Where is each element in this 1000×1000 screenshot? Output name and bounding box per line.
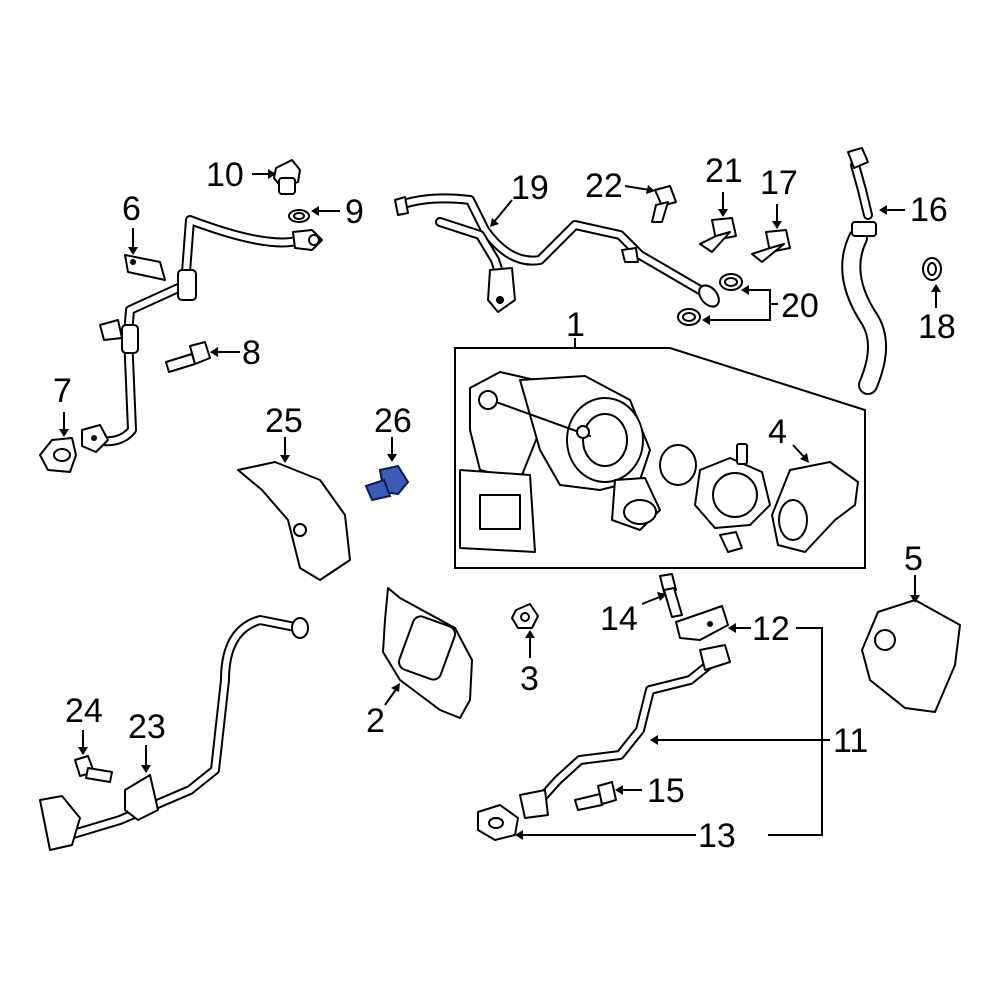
- bolt-8-part[interactable]: [165, 341, 211, 373]
- leader-lines: [59, 169, 941, 840]
- callout-17: 17: [760, 164, 798, 202]
- callout-15: 15: [647, 772, 685, 810]
- callout-9: 9: [345, 193, 364, 231]
- bolt-21-part[interactable]: [699, 217, 737, 253]
- callout-6: 6: [122, 190, 141, 228]
- callout-2: 2: [366, 702, 385, 740]
- callout-19: 19: [511, 169, 549, 207]
- o-ring-20-part[interactable]: [677, 273, 743, 326]
- bracket-12-part[interactable]: [675, 605, 729, 641]
- oil-return-gasket-part[interactable]: [477, 804, 519, 841]
- callout-4: 4: [768, 413, 787, 451]
- nut-3-part[interactable]: [511, 603, 539, 629]
- turbocharger-part[interactable]: [459, 371, 661, 553]
- callout-3: 3: [520, 660, 539, 698]
- callout-7: 7: [53, 372, 72, 410]
- o-ring-18-part[interactable]: [922, 257, 942, 281]
- callout-24: 24: [65, 692, 103, 730]
- callout-22: 22: [585, 167, 623, 205]
- callout-26: 26: [374, 402, 412, 440]
- callout-8: 8: [242, 334, 261, 372]
- callout-12: 12: [752, 610, 790, 648]
- callout-23: 23: [128, 708, 166, 746]
- coolant-hose-part[interactable]: [841, 147, 888, 395]
- bolt-22-part[interactable]: [651, 185, 677, 223]
- banjo-bolt-part[interactable]: [273, 159, 301, 195]
- callout-21: 21: [705, 152, 743, 190]
- oil-return-pipe-part[interactable]: [519, 644, 731, 819]
- heat-shield-25-part[interactable]: [237, 461, 351, 581]
- callout-16: 16: [910, 191, 948, 229]
- bolt-17-part[interactable]: [751, 229, 791, 263]
- callout-5: 5: [904, 540, 923, 578]
- bolt-24-part[interactable]: [74, 755, 113, 783]
- turbocharger-assembly-box: [454, 347, 866, 569]
- callout-1: 1: [566, 306, 585, 344]
- coolant-return-pipe-part[interactable]: [39, 615, 309, 851]
- turbo-gasket-part[interactable]: [659, 444, 697, 486]
- callout-13: 13: [698, 817, 736, 855]
- coolant-pipe-part[interactable]: [394, 193, 723, 313]
- callout-25: 25: [265, 402, 303, 440]
- oil-line-gasket-part[interactable]: [39, 437, 77, 473]
- bolt-14-part[interactable]: [659, 573, 683, 618]
- callout-14: 14: [600, 600, 638, 638]
- callout-18: 18: [918, 308, 956, 346]
- callout-20: 20: [781, 287, 819, 325]
- outlet-flange-part[interactable]: [771, 461, 859, 553]
- bracket-23-part[interactable]: [124, 774, 159, 821]
- wastegate-housing-part[interactable]: [694, 443, 771, 553]
- flange-gasket-part[interactable]: [382, 587, 473, 719]
- sealing-washer-part[interactable]: [288, 209, 310, 223]
- oil-feed-line-part[interactable]: [81, 215, 323, 453]
- highlighted-bolt-part[interactable]: [364, 464, 410, 502]
- callout-10: 10: [206, 156, 244, 194]
- heat-shield-5-part[interactable]: [861, 599, 961, 713]
- callout-11: 11: [833, 722, 868, 760]
- bolt-15-part[interactable]: [574, 781, 617, 811]
